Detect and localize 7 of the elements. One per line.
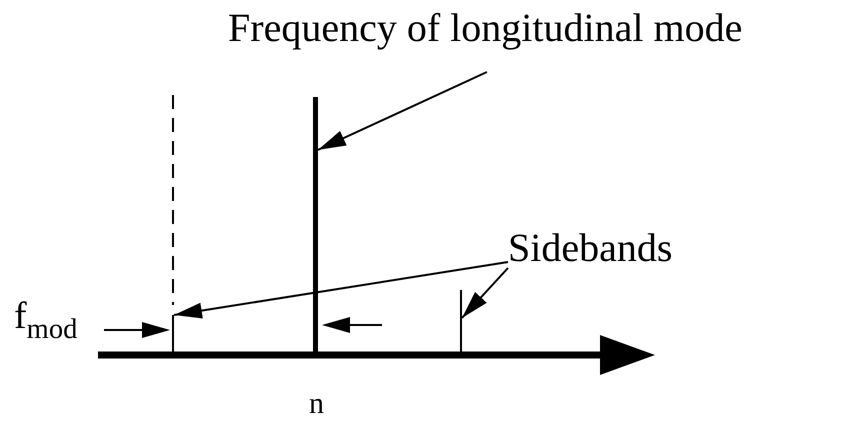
modulation-frequency-label: f$_{mod}$ — [14, 296, 78, 346]
leader-arrow — [461, 267, 509, 319]
callout-text: Sidebands — [508, 225, 708, 275]
leader-arrow — [318, 71, 488, 151]
leader-arrow — [174, 261, 508, 319]
axis-label: n — [309, 387, 324, 420]
callout-text: Frequency of longitudinal mode — [228, 5, 843, 72]
